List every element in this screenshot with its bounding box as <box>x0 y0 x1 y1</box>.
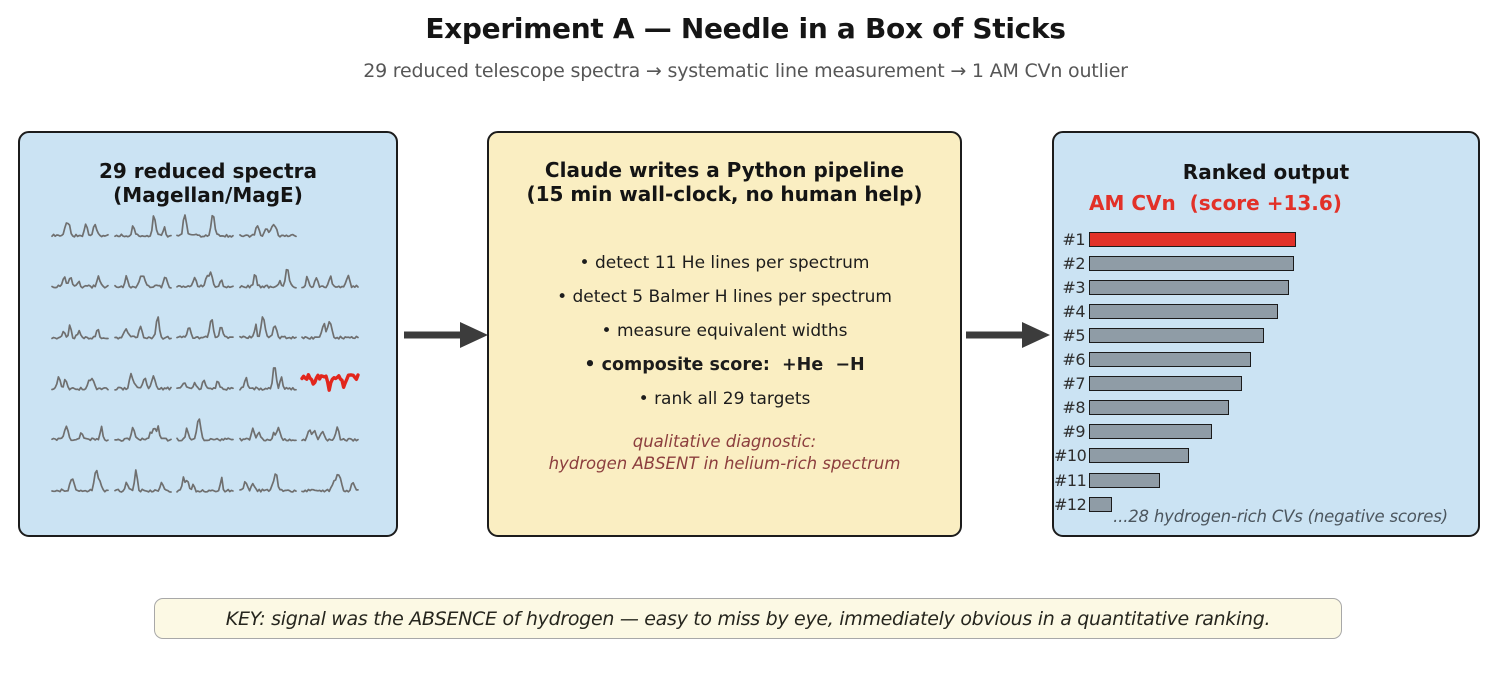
spectrum-sparkline <box>238 268 297 289</box>
spectrum-sparkline <box>238 223 297 238</box>
pipeline-panel: Claude writes a Python pipeline (15 min … <box>487 131 962 537</box>
rank-bar-chart: #1 #2 #3 #4 #5 #6 #7 #8 #9 #10 #11 #12 <box>1054 227 1478 514</box>
key-note-text: KEY: signal was the ABSENCE of hydrogen … <box>225 607 1271 630</box>
spectrum-sparkline <box>113 274 172 289</box>
spectrum-sparkline <box>176 476 234 493</box>
rank-bar <box>1089 303 1278 319</box>
spectrum-sparkline <box>176 418 234 442</box>
rank-row: #12 <box>1054 492 1478 516</box>
page-title: Experiment A — Needle in a Box of Sticks <box>425 12 1066 45</box>
rank-bar <box>1089 400 1229 416</box>
pipeline-bullets: • detect 11 He lines per spectrum • detec… <box>489 246 960 416</box>
pipeline-panel-title: Claude writes a Python pipeline (15 min … <box>489 158 960 206</box>
spectrum-sparkline <box>301 274 359 289</box>
key-note-box: KEY: signal was the ABSENCE of hydrogen … <box>154 598 1342 639</box>
spectrum-sparkline <box>176 271 234 289</box>
spectrum-sparkline <box>176 379 234 391</box>
rank-label: #5 <box>1062 325 1085 345</box>
spectrum-sparkline <box>51 222 109 238</box>
rank-row: #6 <box>1054 348 1478 372</box>
rank-bar <box>1089 279 1289 295</box>
spectrum-sparkline <box>301 426 359 442</box>
rank-bar-amcvn <box>1089 231 1296 247</box>
spectrum-sparkline <box>113 316 172 340</box>
rank-bar <box>1089 424 1212 440</box>
rank-bar <box>1089 352 1251 367</box>
spectra-panel: 29 reduced spectra (Magellan/MagE) <box>18 131 398 537</box>
rank-row: #3 <box>1054 275 1478 299</box>
rank-bar <box>1089 255 1294 271</box>
spectrum-sparkline <box>51 275 109 289</box>
rank-row: #2 <box>1054 251 1478 275</box>
spectrum-sparkline <box>51 324 109 340</box>
diagnostic-line1: qualitative diagnostic: <box>632 432 817 451</box>
rank-label: #8 <box>1062 398 1085 418</box>
rank-bar <box>1089 376 1242 392</box>
rank-row: #1 <box>1054 227 1478 251</box>
spectra-panel-title: 29 reduced spectra (Magellan/MagE) <box>20 159 396 207</box>
spectrum-sparkline <box>176 214 234 238</box>
flow-arrow-icon <box>404 322 488 348</box>
ranked-panel-title: Ranked output <box>1182 160 1350 184</box>
rank-row: #8 <box>1054 396 1478 420</box>
spectra-panel-title-line1: 29 reduced spectra <box>98 159 318 183</box>
rank-row: #4 <box>1054 299 1478 323</box>
rank-row: #11 <box>1054 468 1478 492</box>
pipeline-bullet: • detect 5 Balmer H lines per spectrum <box>557 287 892 307</box>
pipeline-panel-title-line2: (15 min wall-clock, no human help) <box>526 182 923 206</box>
spectra-panel-title-line2: (Magellan/MagE) <box>113 183 303 207</box>
flow-arrow-icon <box>966 322 1050 348</box>
spectrum-sparkline <box>51 425 109 442</box>
spectrum-sparkline <box>113 372 172 391</box>
rank-label: #2 <box>1062 253 1085 273</box>
spectrum-sparkline <box>113 469 172 493</box>
rank-row: #9 <box>1054 420 1478 444</box>
rank-label: #4 <box>1062 301 1085 321</box>
rank-row: #5 <box>1054 323 1478 347</box>
rank-row: #10 <box>1054 444 1478 468</box>
outlier-spectrum-sparkline <box>300 372 360 392</box>
spectrum-sparkline <box>238 426 297 442</box>
rank-bar <box>1089 327 1264 343</box>
pipeline-bullet: • composite score: +He −H <box>584 355 865 375</box>
rank-label: #7 <box>1062 374 1085 394</box>
rank-bar <box>1089 448 1189 464</box>
spectrum-sparkline <box>238 473 297 493</box>
spectrum-sparkline <box>51 376 109 391</box>
rank-bar <box>1089 496 1112 512</box>
pipeline-panel-title-line1: Claude writes a Python pipeline <box>544 158 905 182</box>
pipeline-bullet: • rank all 29 targets <box>638 389 811 409</box>
spectrum-sparkline <box>51 469 109 493</box>
spectrum-sparkline <box>113 215 172 238</box>
spectrum-sparkline <box>301 320 359 340</box>
rank-label: #9 <box>1062 422 1085 442</box>
amcvn-score-annotation: AM CVn (score +13.6) <box>1089 191 1342 215</box>
rank-label: #1 <box>1062 229 1085 249</box>
diagnostic-line2: hydrogen ABSENT in helium-rich spectrum <box>548 453 901 473</box>
rank-label: #10 <box>1054 446 1087 466</box>
rank-bar <box>1089 472 1160 488</box>
rank-row: #7 <box>1054 372 1478 396</box>
pipeline-bullet: • measure equivalent widths <box>601 321 848 341</box>
rank-label: #6 <box>1062 350 1085 369</box>
spectra-grid <box>20 133 396 535</box>
spectrum-sparkline <box>238 367 297 391</box>
rank-chart-caption: ...28 hydrogen-rich CVs (negative scores… <box>1113 507 1448 526</box>
spectrum-sparkline <box>238 316 297 340</box>
spectrum-sparkline <box>176 319 234 340</box>
spectrum-sparkline <box>113 425 172 442</box>
rank-label: #3 <box>1062 277 1085 297</box>
ranked-panel: Ranked output AM CVn (score +13.6) #1#2#… <box>1052 131 1480 537</box>
rank-label: #11 <box>1054 470 1087 490</box>
pipeline-bullet: • detect 11 He lines per spectrum <box>579 253 870 273</box>
rank-label: #12 <box>1054 494 1087 514</box>
page-subtitle: 29 reduced telescope spectra → systemati… <box>363 60 1128 82</box>
spectrum-sparkline <box>301 473 359 493</box>
diagnostic-note: qualitative diagnostic: hydrogen ABSENT … <box>489 431 960 474</box>
